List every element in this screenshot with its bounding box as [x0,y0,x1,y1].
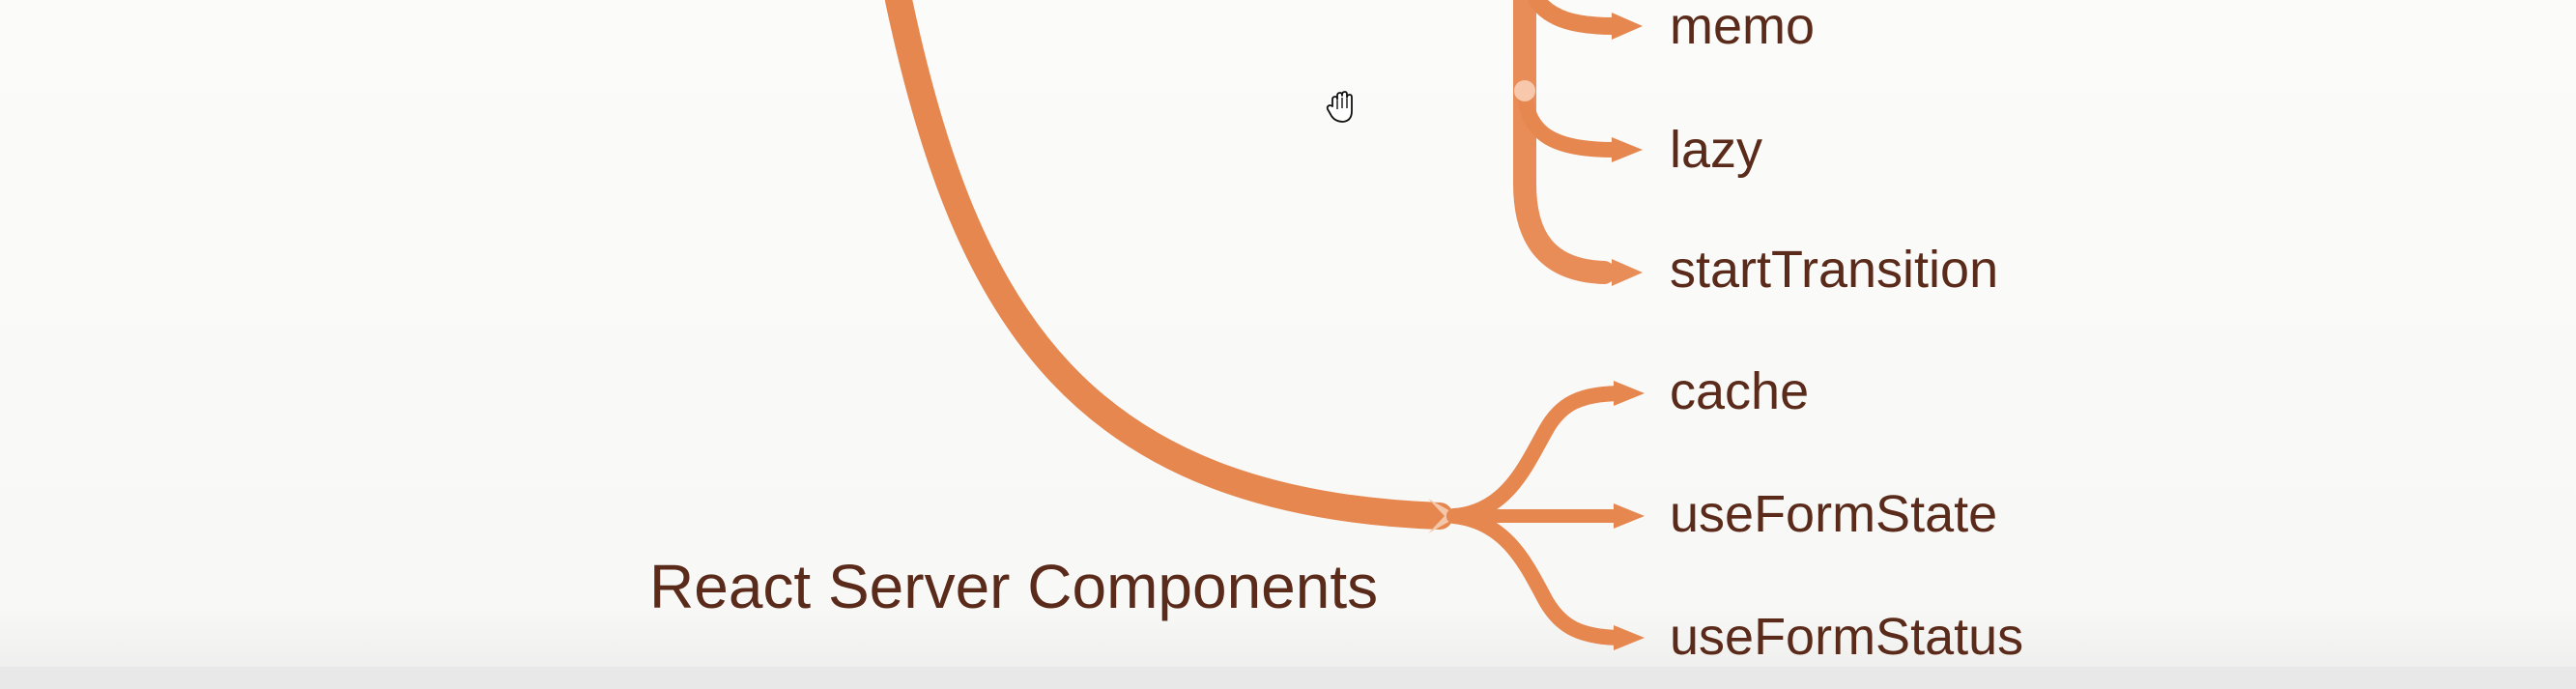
node-label-useformstate[interactable]: useFormState [1670,485,1998,543]
node-label-starttransition[interactable]: startTransition [1670,241,1999,299]
useformstate-arrowhead [1614,503,1645,529]
node-label-useformstatus[interactable]: useFormStatus [1670,608,2024,666]
useformstatus-arrowhead [1614,625,1645,650]
upper-branch-trunk [1513,0,1616,284]
memo-connector [1528,0,1622,35]
memo-arrowhead [1612,13,1643,40]
hand-grab-icon [1326,91,1353,123]
lazy-connector [1517,84,1621,158]
node-label-cache[interactable]: cache [1670,362,1810,420]
cache-arrowhead [1614,381,1645,406]
cache-connector [1446,386,1631,524]
trunk-node-dot [1514,80,1535,101]
useformstatus-connector [1446,508,1631,646]
node-label-memo[interactable]: memo [1670,0,1816,55]
starttransition-arrowhead [1612,259,1643,286]
main-connector-branch [885,0,1453,530]
bottom-screen-edge [0,667,2576,689]
lazy-arrowhead [1612,137,1643,162]
node-label-lazy[interactable]: lazy [1670,121,1763,179]
root-node-label[interactable]: React Server Components [649,552,1379,621]
